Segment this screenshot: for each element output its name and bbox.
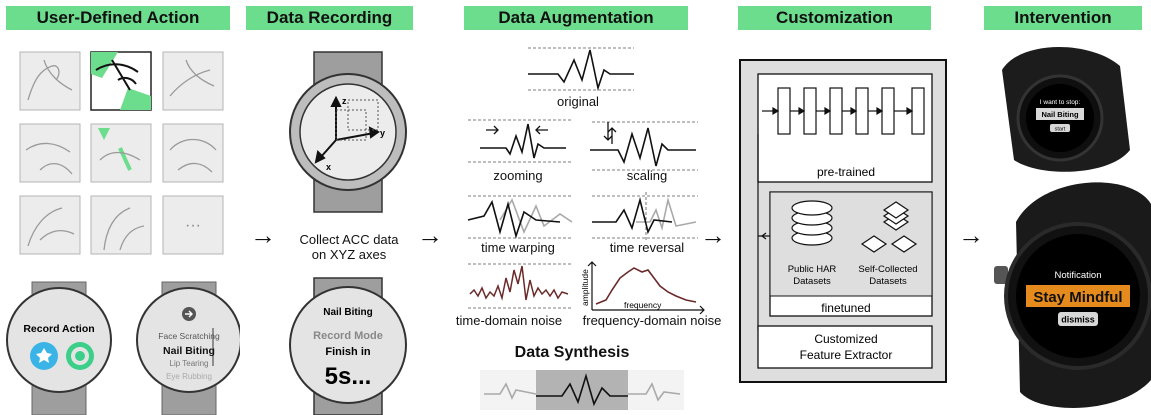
record-start-button[interactable] [30, 342, 58, 370]
small-start-button[interactable]: start [1050, 124, 1070, 133]
signal-time-reversal [592, 192, 698, 240]
small-watch: I want to stop: Nail Biting start [1002, 46, 1130, 172]
header-user-defined-action: User-Defined Action [6, 6, 230, 30]
arrow-right-icon: → [417, 220, 443, 250]
customization-panel: pre-trained Public HAR Datasets Self-Col… [739, 59, 947, 383]
self-collected-line2: Datasets [869, 276, 907, 287]
label-time-domain-noise: time-domain noise [455, 313, 563, 328]
amplitude-label: amplitude [580, 269, 590, 306]
small-watch-title: Nail Biting [1041, 110, 1079, 119]
countdown-label: 5s... [325, 363, 372, 390]
option-face-scratching[interactable]: Face Scratching [158, 331, 220, 341]
label-frequency-domain-noise: frequency-domain noise [582, 313, 722, 328]
database-icon [791, 200, 833, 246]
public-har-line2: Datasets [793, 276, 831, 287]
record-mode-label: Record Mode [313, 330, 383, 342]
collect-caption-line1: Collect ACC data [299, 232, 399, 247]
option-eye-rubbing[interactable]: Eye Rubbing [166, 372, 212, 381]
axis-x-label: x [326, 162, 331, 172]
action-tile-6[interactable] [162, 123, 224, 183]
signal-frequency-noise: amplitude frequency [580, 261, 705, 315]
label-time-reversal: time reversal [609, 240, 685, 255]
public-har-line1: Public HAR [788, 264, 837, 275]
signal-synthesis [480, 370, 684, 410]
recording-panel: z y x Nail Biting Record Mode Finish in … [289, 51, 407, 415]
record-target-button[interactable] [66, 342, 94, 370]
pretrained-model: pre-trained [757, 73, 933, 183]
record-action-label: Record Action [23, 323, 94, 335]
action-tile-4[interactable] [19, 123, 81, 183]
stay-mindful-message: Stay Mindful [1033, 289, 1122, 306]
finetuned-model: Public HAR Datasets Self-Collected Datas… [769, 191, 933, 317]
signal-scaling [590, 121, 698, 171]
action-tile-1[interactable] [19, 51, 81, 111]
header-customization: Customization [738, 6, 931, 30]
small-start-label: start [1055, 127, 1066, 133]
signal-original [528, 47, 634, 92]
collect-caption-line2: on XYZ axes [311, 247, 387, 262]
notification-label: Notification [1055, 270, 1102, 281]
record-watch: Record Action [6, 281, 112, 415]
small-watch-line1: I want to stop: [1040, 99, 1081, 106]
next-arrow-icon[interactable] [182, 307, 196, 321]
big-watch: Notification Stay Mindful dismiss [994, 182, 1151, 408]
header-intervention: Intervention [984, 6, 1142, 30]
extractor-line2: Feature Extractor [800, 348, 893, 362]
stacked-datasets-icon [860, 201, 918, 253]
label-scaling: scaling [626, 168, 668, 183]
feature-extractor: Customized Feature Extractor [757, 325, 933, 369]
more-label: ··· [185, 217, 201, 234]
pretrained-label: pre-trained [817, 165, 875, 179]
finetuned-label: finetuned [821, 301, 870, 315]
signal-time-warping [467, 195, 573, 239]
intervention-panel: I want to stop: Nail Biting start Notifi… [994, 46, 1151, 408]
acc-watch: z y x [289, 51, 407, 213]
crown-button[interactable] [994, 266, 1008, 284]
label-original: original [557, 94, 599, 109]
finish-in-label: Finish in [325, 346, 371, 358]
axis-z-label: z [342, 96, 347, 106]
label-time-warping: time warping [481, 240, 555, 255]
signal-zooming [468, 119, 572, 163]
select-action-watch: Face Scratching Nail Biting Lip Tearing … [136, 281, 240, 415]
action-tile-more[interactable]: ··· [162, 195, 224, 255]
dismiss-label: dismiss [1061, 315, 1095, 325]
arrow-right-icon: → [958, 220, 984, 250]
option-nail-biting[interactable]: Nail Biting [163, 345, 215, 357]
signal-time-noise [468, 263, 572, 309]
action-tile-2-highlighted[interactable] [90, 51, 152, 111]
header-data-augmentation: Data Augmentation [464, 6, 688, 30]
xyz-axes-icon [314, 95, 380, 164]
extractor-line1: Customized [814, 332, 877, 346]
dismiss-button[interactable]: dismiss [1058, 312, 1098, 326]
arrow-right-icon: → [700, 220, 726, 250]
frequency-label: frequency [624, 300, 662, 310]
action-grid-panel: ··· Record Action Face Scratching Nail B… [6, 51, 240, 415]
action-tile-3[interactable] [162, 51, 224, 111]
axis-y-label: y [380, 128, 385, 138]
watch-action-title: Nail Biting [323, 307, 372, 318]
label-zooming: zooming [493, 168, 543, 183]
record-mode-watch: Nail Biting Record Mode Finish in 5s... [289, 277, 407, 415]
arrow-right-icon: → [250, 220, 276, 250]
action-tile-5[interactable] [90, 123, 152, 183]
header-data-recording: Data Recording [246, 6, 413, 30]
augmentation-panel: .sig{fill:none;stroke:#111;stroke-width:… [467, 47, 705, 410]
action-tile-7[interactable] [19, 195, 81, 255]
self-collected-line1: Self-Collected [858, 264, 917, 275]
label-data-synthesis: Data Synthesis [514, 344, 630, 361]
option-lip-tearing[interactable]: Lip Tearing [170, 359, 209, 368]
action-tile-8[interactable] [90, 195, 152, 255]
